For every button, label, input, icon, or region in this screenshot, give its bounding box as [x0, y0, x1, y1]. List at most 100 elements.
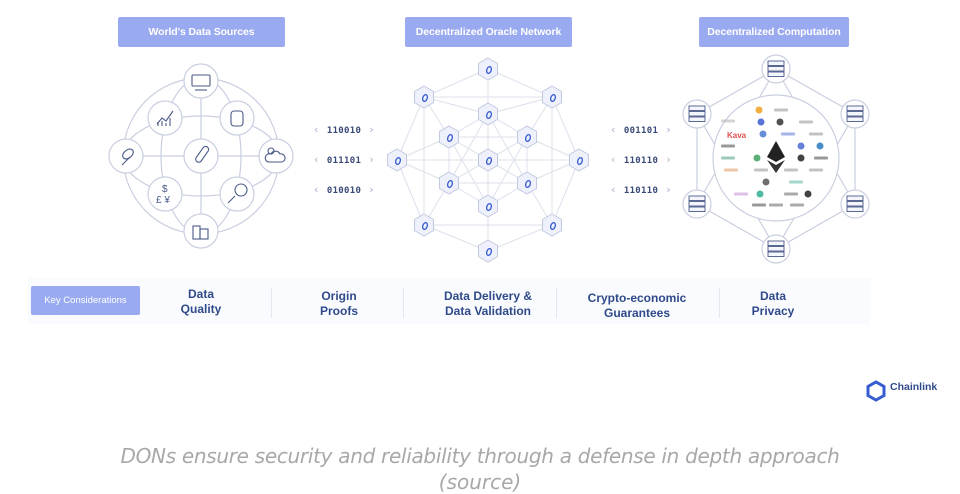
- network-edge: [487, 136, 528, 207]
- chainlink-link-icon: [549, 221, 557, 231]
- network-edge: [423, 68, 489, 98]
- binary-right-0: ‹ 001101 ›: [610, 123, 673, 136]
- network-edge: [423, 224, 489, 252]
- network-edge: [396, 96, 425, 161]
- server-icon: [761, 234, 791, 264]
- server-icon: [761, 54, 791, 84]
- network-edge: [551, 96, 580, 161]
- caption-source-link[interactable]: (source): [438, 470, 522, 494]
- network-edge: [487, 68, 553, 98]
- header-decentralized-computation: Decentralized Computation: [699, 17, 849, 47]
- server-icon: [840, 189, 870, 219]
- consideration-data-delivery: Data Delivery &Data Validation: [443, 289, 533, 318]
- oracle-node-icon: [387, 148, 407, 172]
- chainlink-link-icon: [485, 110, 493, 120]
- network-edge: [423, 96, 489, 115]
- kava-logo: Kava: [727, 131, 747, 140]
- oracle-node-icon: [478, 148, 498, 172]
- monitor-icon: [183, 63, 219, 99]
- blockchain-logo-text: [781, 132, 795, 136]
- divider: [403, 288, 404, 318]
- blockchain-logo-text: [784, 192, 798, 196]
- currency-icon: [147, 176, 183, 212]
- blockchain-logo-icon: [776, 118, 784, 126]
- blockchain-logo-text: [790, 203, 804, 207]
- blockchain-logo-text: [769, 203, 783, 207]
- oracle-node-icon: [478, 194, 498, 218]
- ethereum-logo: [767, 141, 785, 162]
- oracle-node-icon: [569, 148, 589, 172]
- blockchain-logo-text: [752, 203, 766, 207]
- blockchain-logo-text: [734, 192, 748, 196]
- oracle-node-icon: [542, 85, 562, 109]
- oracle-node-icon: [439, 125, 459, 149]
- oracle-node-icon: [439, 171, 459, 195]
- header-world-data-sources: World's Data Sources: [118, 17, 285, 47]
- blockchain-logo-icon: [797, 142, 805, 150]
- thermometer-icon: [183, 138, 219, 174]
- currency-dollar: $: [162, 184, 168, 195]
- source-icon-nodes: [108, 63, 294, 249]
- blockchain-logo-text: [799, 120, 813, 124]
- divider: [271, 288, 272, 318]
- blockchain-logo-text: [809, 168, 823, 172]
- chainlink-link-icon: [394, 156, 402, 166]
- oracle-network-graph: [387, 57, 589, 263]
- binary-left-1: ‹ 011101 ›: [313, 153, 376, 166]
- smartwatch-icon: [219, 100, 255, 136]
- diagram-canvas: $ £ ¥: [108, 54, 886, 402]
- network-edge: [487, 224, 553, 252]
- blockchain-logo-text: [814, 156, 828, 160]
- blockchain-logo-icon: [759, 130, 767, 138]
- oracle-node-icon: [478, 239, 498, 263]
- binary-left-0: ‹ 110010 ›: [313, 123, 376, 136]
- chainlink-link-icon: [485, 247, 493, 257]
- oracle-node-icon: [517, 171, 537, 195]
- chainlink-link-icon: [446, 133, 454, 143]
- satellite-icon: [108, 138, 144, 174]
- chart-icon: [147, 100, 183, 136]
- oracle-node-icon: [478, 102, 498, 126]
- blockchain-logo-text: [721, 156, 735, 160]
- chainlink-link-icon: [421, 221, 429, 231]
- binary-right-2: ‹ 110110 ›: [610, 183, 673, 196]
- server-icon: [682, 99, 712, 129]
- blockchain-logo-icon: [756, 190, 764, 198]
- server-icon: [840, 99, 870, 129]
- blockchain-logo-text: [754, 168, 768, 172]
- binary-right-1: ‹ 110110 ›: [610, 153, 673, 166]
- binary-left-2: ‹ 010010 ›: [313, 183, 376, 196]
- oracle-node-icon: [414, 85, 434, 109]
- network-edge: [448, 136, 489, 207]
- chainlink-hex-icon: [866, 380, 886, 402]
- server-nodes: [682, 54, 870, 264]
- network-edge: [487, 113, 528, 184]
- chainlink-link-icon: [549, 93, 557, 103]
- chainlink-link-icon: [446, 179, 454, 189]
- key-considerations-label: Key Considerations: [31, 286, 140, 315]
- blockchain-logo-icon: [804, 190, 812, 198]
- divider: [719, 288, 720, 318]
- blockchain-logo-text: [721, 119, 735, 123]
- blockchain-logo-text: [784, 168, 798, 172]
- blockchain-logo-text: [809, 132, 823, 136]
- blockchain-logo-text: [724, 168, 738, 172]
- chainlink-link-icon: [524, 133, 532, 143]
- considerations-bar: [28, 278, 870, 324]
- chainlink-link-icon: [485, 202, 493, 212]
- chainlink-link-icon: [421, 93, 429, 103]
- blockchain-logo-icon: [762, 178, 770, 186]
- blockchain-logo-icon: [753, 154, 761, 162]
- network-edge: [448, 113, 489, 184]
- server-icon: [682, 189, 712, 219]
- blockchain-logo-icon: [816, 142, 824, 150]
- blockchain-logo-icon: [797, 154, 805, 162]
- brand-name: Chainlink: [890, 381, 938, 393]
- weather-icon: [258, 138, 294, 174]
- chainlink-logo: Chainlink: [886, 381, 937, 393]
- blockchain-logo-icon: [757, 118, 765, 126]
- oracle-node-icon: [517, 125, 537, 149]
